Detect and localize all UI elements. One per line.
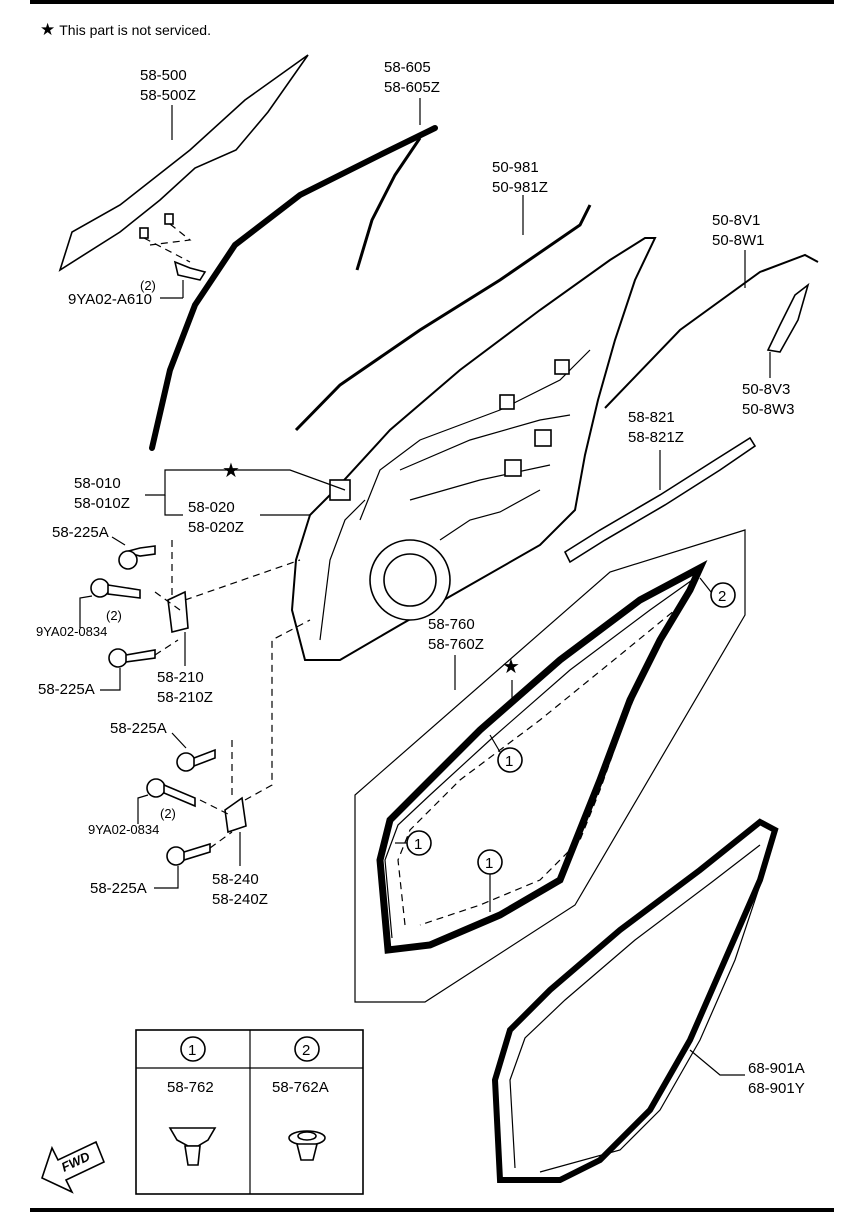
clip-part-2: 58-762A xyxy=(272,1079,329,1096)
service-note: ★This part is not serviced. xyxy=(40,20,211,40)
door-seal-star-icon: ★ xyxy=(502,656,520,678)
panel-a-label-1: 58-010 xyxy=(74,475,121,492)
service-note-text: This part is not serviced. xyxy=(59,22,211,38)
door-panel xyxy=(290,237,657,661)
svg-text:2: 2 xyxy=(718,588,726,605)
belt-weatherstrip-label-1: 58-821 xyxy=(628,409,675,426)
panel-star-icon: ★ xyxy=(222,460,240,482)
run-channel-label-1: 58-605 xyxy=(384,59,431,76)
lower-bolt-qty: (2) xyxy=(160,806,176,821)
garnish-label-1: 50-8V3 xyxy=(742,381,790,398)
upper-bolt-a-label: 58-225A xyxy=(52,524,109,541)
clip-part-1: 58-762 xyxy=(167,1079,214,1096)
svg-text:1: 1 xyxy=(414,836,422,853)
upper-molding xyxy=(604,250,819,409)
belt-weatherstrip xyxy=(563,436,757,564)
panel-b-label-1: 58-020 xyxy=(188,499,235,516)
star-icon: ★ xyxy=(40,20,56,39)
door-seal xyxy=(376,560,708,954)
bottom-rule xyxy=(30,1208,834,1212)
run-channel-label-2: 58-605Z xyxy=(384,79,440,96)
upper-bolt-mid-label: 9YA02-0834 xyxy=(36,624,107,639)
marker-2-icon: 2 xyxy=(699,577,736,608)
molding-label-2: 50-8W1 xyxy=(712,232,765,249)
lower-bolt-mid-label: 9YA02-0834 xyxy=(88,822,159,837)
fwd-arrow-icon: FWD xyxy=(41,1140,106,1194)
glass-label-2: 58-500Z xyxy=(140,87,196,104)
clip-header-2: 2 xyxy=(302,1042,310,1059)
lower-hinge-label-1: 58-240 xyxy=(212,871,259,888)
panel-b-label-2: 58-020Z xyxy=(188,519,244,536)
garnish-label-2: 50-8W3 xyxy=(742,401,795,418)
upper-hinge-label-1: 58-210 xyxy=(157,669,204,686)
belt-outer-label-2: 50-981Z xyxy=(492,179,548,196)
body-seal-label-2: 68-901Y xyxy=(748,1080,805,1097)
svg-text:1: 1 xyxy=(485,855,493,872)
molding-label-1: 50-8V1 xyxy=(712,212,760,229)
run-channel xyxy=(149,98,438,451)
clip-2-icon xyxy=(288,1130,326,1161)
clip-1-icon xyxy=(168,1127,217,1166)
upper-hinge-label-2: 58-210Z xyxy=(157,689,213,706)
door-glass xyxy=(58,54,309,281)
glass-bolt-label: 9YA02-A610 xyxy=(68,291,152,308)
door-seal-label-2: 58-760Z xyxy=(428,636,484,653)
glass-bolt-qty: (2) xyxy=(140,278,156,293)
marker-1-icon-a: 1 xyxy=(489,734,523,773)
clip-table: 1 2 58-762 58-762A xyxy=(135,1029,364,1195)
door-seal-label-1: 58-760 xyxy=(428,616,475,633)
upper-bolt-b-label: 58-225A xyxy=(38,681,95,698)
lower-bolt-a-label: 58-225A xyxy=(110,720,167,737)
top-rule xyxy=(30,0,834,4)
body-seal xyxy=(491,818,779,1183)
body-seal-label-1: 68-901A xyxy=(748,1060,805,1077)
glass-label-1: 58-500 xyxy=(140,67,187,84)
belt-weatherstrip-label-2: 58-821Z xyxy=(628,429,684,446)
marker-1-icon-c: 1 xyxy=(477,849,503,912)
panel-a-label-2: 58-010Z xyxy=(74,495,130,512)
lower-hinge-group xyxy=(146,619,311,866)
clip-header-1: 1 xyxy=(188,1042,196,1059)
lower-hinge-label-2: 58-240Z xyxy=(212,891,268,908)
upper-bolt-qty: (2) xyxy=(106,608,122,623)
lower-bolt-b-label: 58-225A xyxy=(90,880,147,897)
upper-hinge-group xyxy=(90,540,301,668)
marker-1-icon-b: 1 xyxy=(395,830,432,856)
belt-outer-label-1: 50-981 xyxy=(492,159,539,176)
door-seal-boundary xyxy=(354,529,746,1003)
garnish xyxy=(766,282,810,378)
belt-outer xyxy=(294,195,592,432)
svg-text:1: 1 xyxy=(505,753,513,770)
